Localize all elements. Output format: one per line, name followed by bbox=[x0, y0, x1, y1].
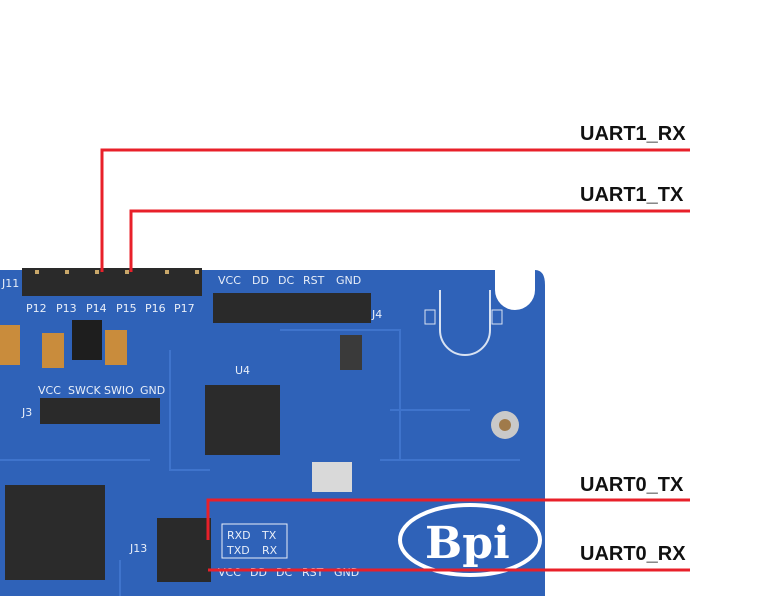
uart1-tx-label: UART1_TX bbox=[580, 184, 684, 206]
j4-pin-label: GND bbox=[336, 274, 361, 287]
j4-pin-label: RST bbox=[303, 274, 325, 287]
j3-pin-label: SWCK bbox=[68, 384, 102, 397]
uart-table-cell: RXD bbox=[227, 529, 251, 542]
u4-label: U4 bbox=[235, 364, 250, 377]
j3-label: J3 bbox=[21, 406, 32, 419]
uart-table-cell: TX bbox=[261, 529, 277, 542]
bottom-pin-label: RST bbox=[302, 566, 324, 579]
uart-table bbox=[221, 523, 288, 559]
uart0-rx-label: UART0_RX bbox=[580, 543, 686, 565]
j11-label: J11 bbox=[1, 277, 19, 290]
j3-pin-label: SWIO bbox=[104, 384, 134, 397]
j4-pin-label: DD bbox=[252, 274, 269, 287]
uart1-rx-label: UART1_RX bbox=[580, 123, 686, 145]
pin-label: P16 bbox=[145, 302, 166, 315]
uart-table-cell: RX bbox=[262, 544, 278, 557]
j4-pin-label: VCC bbox=[218, 274, 241, 287]
pin-label: P15 bbox=[116, 302, 137, 315]
pin-label: P14 bbox=[86, 302, 107, 315]
bottom-pin-label: VCC bbox=[218, 566, 241, 579]
bottom-pin-label: DD bbox=[250, 566, 267, 579]
uart1-rx-line bbox=[100, 148, 690, 272]
callout-lines bbox=[100, 148, 690, 572]
bottom-pin-label: GND bbox=[334, 566, 359, 579]
bpi-logo-text: Bpi bbox=[425, 518, 510, 569]
bottom-pin-label: DC bbox=[276, 566, 292, 579]
j13-header bbox=[157, 518, 211, 582]
board-slot bbox=[439, 290, 491, 356]
u4-chip bbox=[205, 385, 280, 455]
uart0-tx-label: UART0_TX bbox=[580, 474, 684, 496]
bpi-logo bbox=[398, 503, 542, 577]
pin-label: P12 bbox=[26, 302, 47, 315]
crystal bbox=[312, 462, 352, 492]
j4-header bbox=[213, 293, 371, 323]
j4-pin-label: DC bbox=[278, 274, 294, 287]
pcb-traces bbox=[0, 329, 520, 596]
pin-label: P13 bbox=[56, 302, 77, 315]
j3-pin-label: VCC bbox=[38, 384, 61, 397]
j13-label: J13 bbox=[129, 542, 147, 555]
pin-label: P17 bbox=[174, 302, 195, 315]
uart1-tx-line bbox=[129, 209, 690, 272]
uart0-tx-line bbox=[206, 498, 690, 540]
capacitors bbox=[0, 320, 362, 370]
j3-pin-label: GND bbox=[140, 384, 165, 397]
j11-header bbox=[22, 268, 202, 296]
mcu-chip bbox=[5, 485, 105, 580]
j4-label: J4 bbox=[371, 308, 382, 321]
uart-table-cell: TXD bbox=[226, 544, 250, 557]
j3-header bbox=[40, 398, 160, 424]
